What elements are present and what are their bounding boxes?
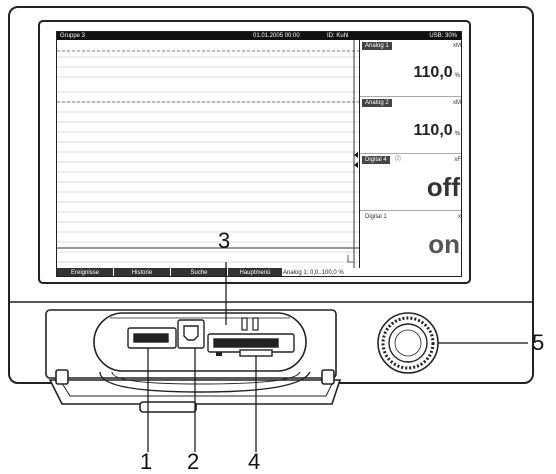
softkey-main-menu[interactable]: Hauptmenü [228,268,283,276]
info-icon: ⓘ [395,157,402,163]
softkey-history[interactable]: Historie [114,268,171,276]
channel-label: Digital 4 [362,156,390,164]
channel-label: Analog 1 [362,42,392,50]
softkey-search[interactable]: Suche [171,268,228,276]
group-name: Gruppe 3 [60,33,86,39]
channel-label: Analog 2 [362,99,392,107]
usb-status: USB: 30% [429,33,457,39]
channel-tile-digital-4: Digital 4 ⓘ xF off [360,154,461,211]
channel-indicator: xF [454,157,461,163]
slot-indicator [216,352,222,356]
channel-value: off [426,172,460,202]
usb-b-port [177,319,205,349]
navigator-knob [377,312,439,374]
callout-3: 3 [218,228,231,253]
softkey-bar: Ereignisse Historie Suche Hauptmenü Anal… [57,268,461,276]
softkey-events[interactable]: Ereignisse [57,268,114,276]
device-id: ID: Kuhl [327,33,349,39]
channel-value: 110,0% [413,122,461,139]
status-led-pair [241,317,259,331]
channel-tile-digital-1: Digital 1 x on [360,211,461,268]
channel-tile-analog-1: Analog 1 xM 110,0% [360,40,461,97]
date-time: 01.01.2005 00:00 [253,33,300,39]
channel-indicator: x [458,214,461,220]
marker-arrow-icon [354,162,358,168]
channel-indicator: xM [453,43,461,49]
front-door-frame [45,309,337,379]
channel-panel: Analog 1 xM 110,0% Analog 2 xM 110,0% Di… [359,40,461,268]
marker-arrow-icon [354,152,358,158]
callout-4: 4 [248,449,261,474]
channel-indicator: xM [453,100,461,106]
channel-info-text: Analog 1: 0,0..100,0 % [283,270,344,276]
display-screen: Gruppe 3 01.01.2005 00:00 ID: Kuhl USB: … [56,31,462,277]
usb-a-port [127,327,177,349]
scroll-end-icon [347,255,353,263]
trend-chart [57,40,359,268]
channel-value: 110,0% [413,64,461,81]
callout-1: 1 [140,449,153,474]
status-bar: Gruppe 3 01.01.2005 00:00 ID: Kuhl USB: … [57,32,461,40]
callout-5: 5 [532,330,545,355]
callout-2: 2 [187,449,200,474]
channel-value: on [428,229,460,259]
channel-tile-analog-2: Analog 2 xM 110,0% [360,97,461,154]
channel-label: Digital 1 [365,214,387,220]
